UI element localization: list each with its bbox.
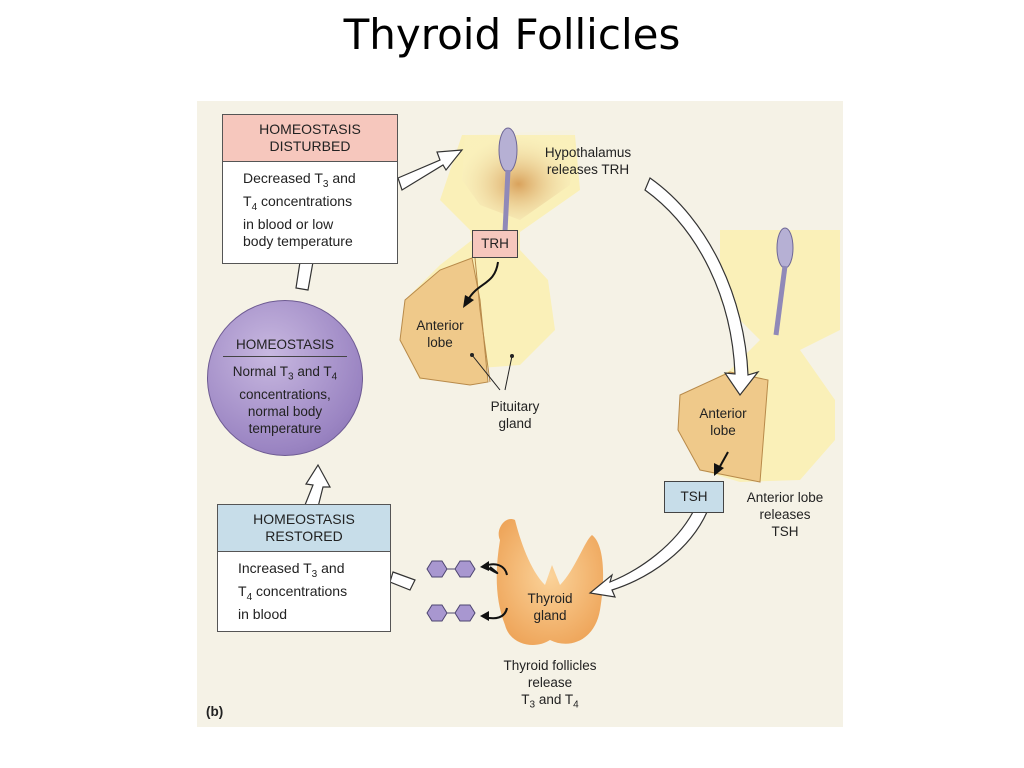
homeostasis-divider xyxy=(223,356,347,357)
homeostasis-header: HOMEOSTASIS xyxy=(235,337,334,352)
arrow-hypothalamus-to-pituitary xyxy=(644,177,760,397)
restored-body-line: Increased T3 and xyxy=(238,560,345,580)
restored-body: Increased T3 and T4 concentrations in bl… xyxy=(218,552,390,623)
pituitary-gland-illustration-2 xyxy=(677,227,840,483)
label-line: releases xyxy=(759,507,811,522)
arrow-disturbed-to-hypothalamus xyxy=(397,149,464,191)
label-line: release xyxy=(527,675,573,690)
t3-t4-hormone-molecules xyxy=(426,560,476,622)
restored-header-line: HOMEOSTASIS xyxy=(253,511,355,527)
arrow-homeostasis-to-disturbed xyxy=(295,261,314,291)
tsh-tag: TSH xyxy=(664,481,724,513)
follicles-release-label: Thyroid follicles release T3 and T4 xyxy=(480,657,620,714)
label-line: Hypothalamus xyxy=(544,145,632,160)
trh-tag: TRH xyxy=(472,230,518,258)
label-line: Anterior xyxy=(699,406,747,421)
label-line: T3 and T4 xyxy=(521,692,579,711)
restored-body-line: in blood xyxy=(238,605,288,622)
arrow-tsh-to-thyroid xyxy=(588,511,708,598)
label-line: TSH xyxy=(771,524,799,539)
label-line: Anterior xyxy=(416,318,464,333)
label-line: lobe xyxy=(710,423,736,438)
pituitary-gland-label: Pituitary gland xyxy=(475,398,555,432)
arrow-hormones-to-restored xyxy=(389,571,416,591)
hypothalamus-label: Hypothalamus releases TRH xyxy=(528,144,648,178)
label-line: Anterior lobe xyxy=(746,490,824,505)
slide-title: Thyroid Follicles xyxy=(343,10,681,59)
thyroid-gland-label: Thyroid gland xyxy=(515,590,585,624)
label-line: Pituitary xyxy=(490,399,540,414)
anterior-lobe-label-2: Anterior lobe xyxy=(688,405,758,439)
homeostasis-restored-box: HOMEOSTASIS RESTORED Increased T3 and T4… xyxy=(217,504,391,632)
label-line: releases TRH xyxy=(546,162,630,177)
label-line: Thyroid xyxy=(527,591,573,606)
homeostasis-circle: HOMEOSTASIS Normal T3 and T4 concentrati… xyxy=(207,300,363,456)
homeostasis-body-line: normal body xyxy=(247,403,323,419)
thyroid-gland-illustration xyxy=(480,519,604,645)
restored-body-line: T4 concentrations xyxy=(238,582,348,603)
disturbed-header-line: DISTURBED xyxy=(269,138,351,154)
homeostasis-body-line: temperature xyxy=(248,420,322,436)
figure-label: (b) xyxy=(206,704,224,719)
disturbed-header: HOMEOSTASIS DISTURBED xyxy=(223,115,397,162)
disturbed-body: Decreased T3 and T4 concentrations in bl… xyxy=(223,162,397,250)
disturbed-body-line: body temperature xyxy=(243,232,353,249)
label-line: gland xyxy=(498,416,532,431)
anterior-lobe-label-1: Anterior lobe xyxy=(405,317,475,351)
label-line: lobe xyxy=(427,335,453,350)
restored-header: HOMEOSTASIS RESTORED xyxy=(218,505,390,552)
homeostasis-body-line: Normal T3 and T4 xyxy=(232,364,338,383)
homeostasis-body: Normal T3 and T4 concentrations, normal … xyxy=(208,363,362,437)
label-line: gland xyxy=(533,608,567,623)
disturbed-body-line: T4 concentrations xyxy=(243,192,353,213)
disturbed-header-line: HOMEOSTASIS xyxy=(259,121,361,137)
arrow-restored-to-homeostasis xyxy=(304,463,332,508)
disturbed-body-line: Decreased T3 and xyxy=(243,170,356,190)
label-line: Thyroid follicles xyxy=(503,658,597,673)
disturbed-body-line: in blood or low xyxy=(243,215,334,232)
homeostasis-disturbed-box: HOMEOSTASIS DISTURBED Decreased T3 and T… xyxy=(222,114,398,264)
restored-header-line: RESTORED xyxy=(265,528,343,544)
homeostasis-body-line: concentrations, xyxy=(239,386,331,402)
anterior-lobe-releases-label: Anterior lobe releases TSH xyxy=(735,489,835,540)
